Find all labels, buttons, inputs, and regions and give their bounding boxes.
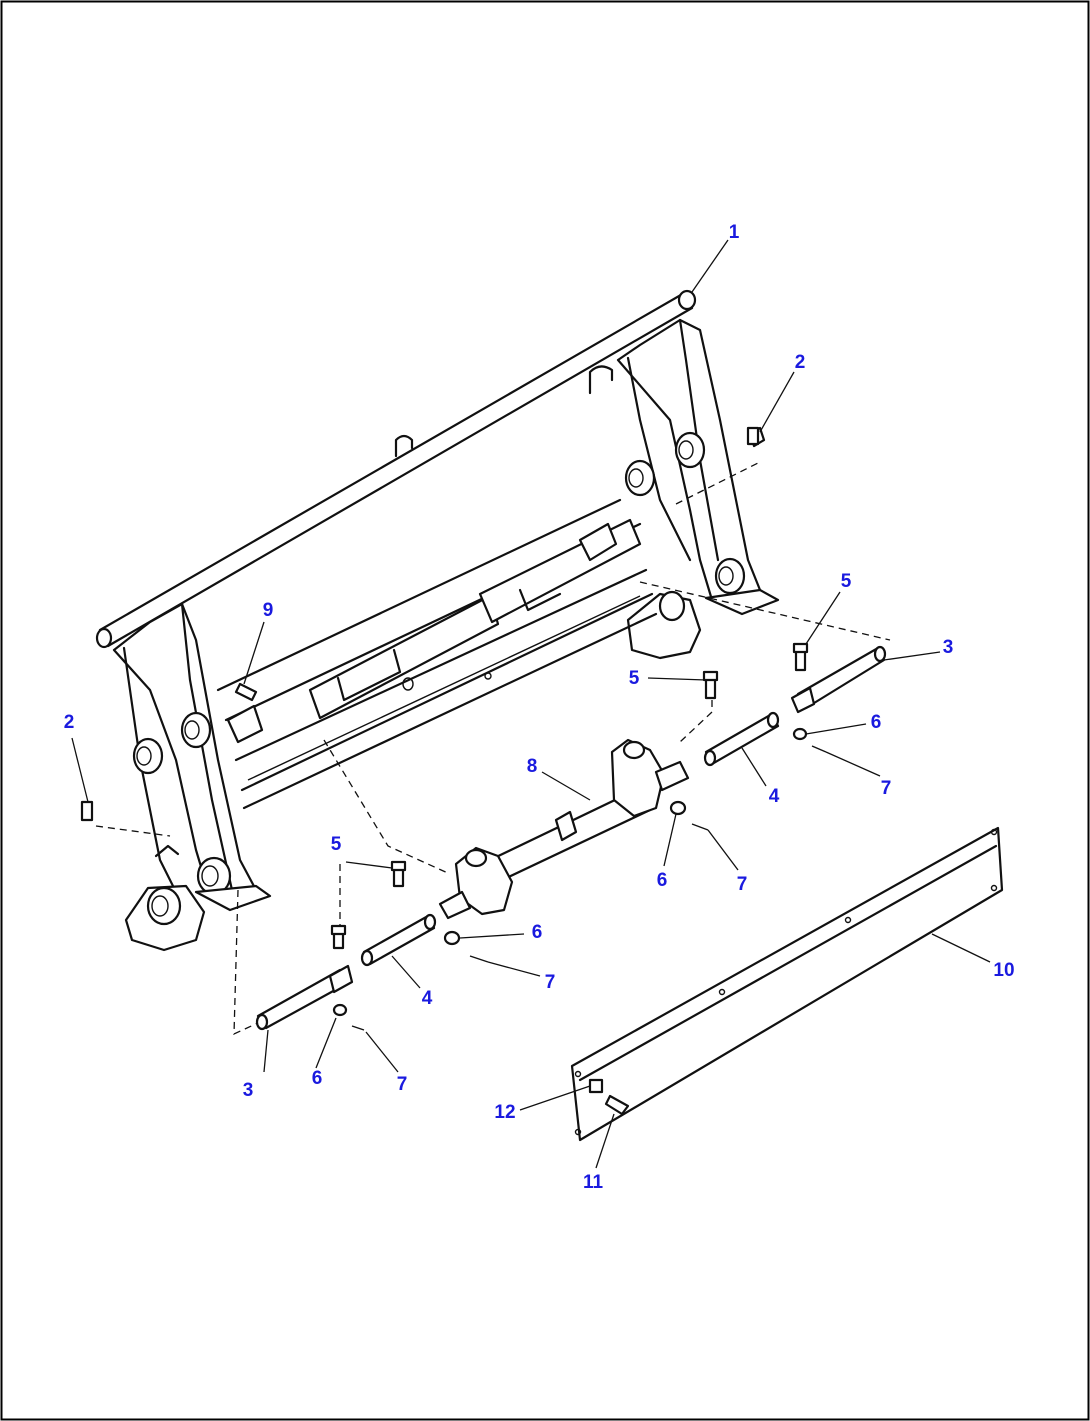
cotter-pin-part-7 xyxy=(351,745,827,1031)
callout-5: 5 xyxy=(331,834,342,855)
callout-2: 2 xyxy=(64,712,75,733)
pin-part-3 xyxy=(790,645,887,714)
bolt-part-12 xyxy=(588,1078,604,1094)
assembly-line xyxy=(675,461,761,505)
cover-plate xyxy=(570,826,1004,1142)
callout-3: 3 xyxy=(943,637,954,658)
callout-6: 6 xyxy=(312,1068,323,1089)
callout-5: 5 xyxy=(629,668,640,689)
bolt-part-5 xyxy=(702,670,719,700)
callout-6: 6 xyxy=(657,870,668,891)
assembly-line xyxy=(639,581,891,641)
callout-4: 4 xyxy=(422,988,433,1009)
bolt-part-5 xyxy=(330,924,347,950)
callout-11: 11 xyxy=(583,1172,604,1193)
nut-part-6 xyxy=(332,727,808,1017)
pin-part-4 xyxy=(703,711,780,767)
callouts: 1 2 2 3 3 4 4 5 5 5 6 6 6 6 7 7 7 7 8 9 … xyxy=(64,222,1015,1193)
pin-part-3 xyxy=(255,964,354,1031)
pin-part-4 xyxy=(360,913,437,967)
callout-5: 5 xyxy=(841,571,852,592)
callout-10: 10 xyxy=(993,960,1014,981)
callout-9: 9 xyxy=(263,600,274,621)
callout-2: 2 xyxy=(795,352,806,373)
grease-fitting xyxy=(746,426,766,448)
assembly-line xyxy=(679,688,713,743)
callout-3: 3 xyxy=(243,1080,254,1101)
callout-6: 6 xyxy=(871,712,882,733)
coupler-frame xyxy=(95,289,780,952)
bolt-part-9 xyxy=(234,682,258,702)
callout-7: 7 xyxy=(881,778,892,799)
callout-8: 8 xyxy=(527,756,538,777)
callout-7: 7 xyxy=(737,874,748,895)
callout-1: 1 xyxy=(729,222,740,243)
grease-fitting xyxy=(80,800,94,822)
bolt-part-11 xyxy=(604,1094,630,1116)
cylinder-assembly xyxy=(438,738,690,920)
assembly-line xyxy=(323,739,451,875)
callout-4: 4 xyxy=(769,786,780,807)
assembly-line xyxy=(233,889,261,1036)
bolt-part-5 xyxy=(390,860,407,888)
callout-12: 12 xyxy=(494,1102,515,1123)
callout-7: 7 xyxy=(545,972,556,993)
bolt-part-5 xyxy=(792,642,809,672)
callout-7: 7 xyxy=(397,1074,408,1095)
callout-6: 6 xyxy=(532,922,543,943)
leader-lines xyxy=(71,239,991,1169)
assembly-line xyxy=(95,825,171,837)
